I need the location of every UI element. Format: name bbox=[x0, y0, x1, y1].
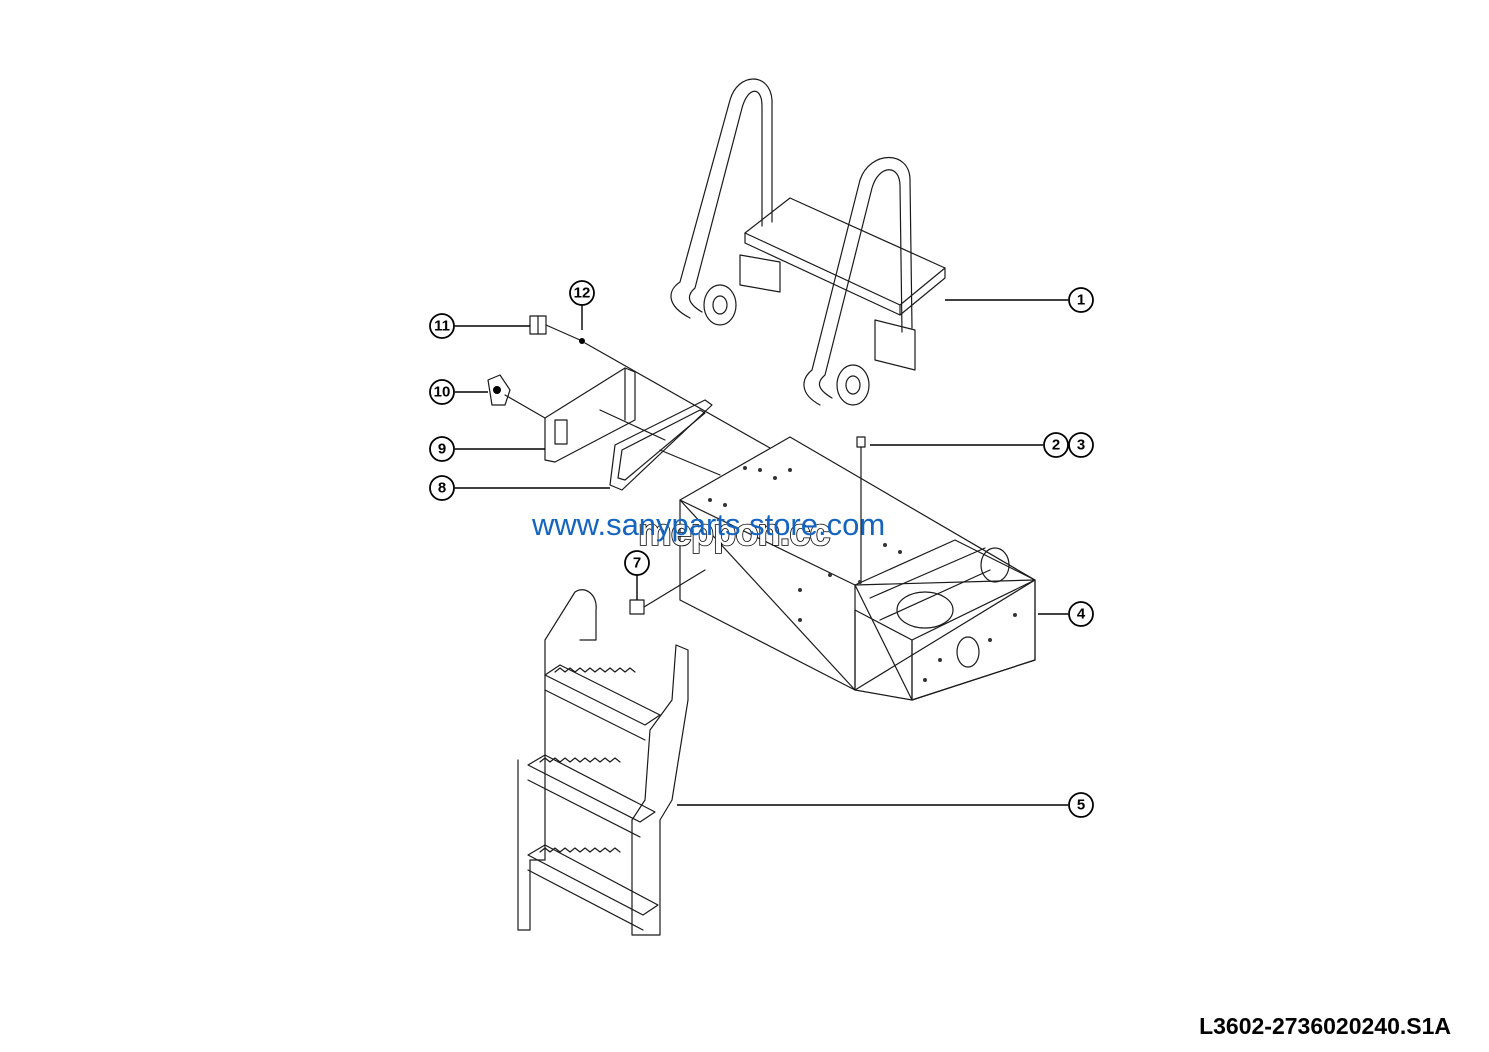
part-box-frame bbox=[679, 436, 1036, 701]
callout-7: 7 bbox=[624, 550, 650, 576]
part-handrail-platform bbox=[670, 78, 946, 406]
part-step-ladder bbox=[517, 589, 689, 936]
part-latch bbox=[487, 374, 546, 419]
callout-8: 8 bbox=[429, 475, 455, 501]
svg-text:10: 10 bbox=[434, 384, 451, 401]
callout-2: 2 bbox=[1043, 432, 1069, 458]
watermark-url: www.sanyparts store.com bbox=[531, 507, 885, 542]
svg-text:2: 2 bbox=[1052, 437, 1060, 454]
callout-3: 3 bbox=[1068, 432, 1094, 458]
part-gasket bbox=[609, 399, 721, 491]
svg-text:12: 12 bbox=[574, 285, 591, 302]
callout-5: 5 bbox=[1068, 792, 1094, 818]
callout-1: 1 bbox=[1068, 287, 1094, 313]
part-hinge bbox=[529, 315, 581, 341]
svg-text:3: 3 bbox=[1077, 437, 1085, 454]
callout-9: 9 bbox=[429, 436, 455, 462]
part-cover-plate bbox=[544, 367, 666, 463]
svg-text:11: 11 bbox=[434, 318, 450, 335]
callout-11: 11 bbox=[429, 313, 455, 339]
callout-leaders bbox=[455, 299, 1068, 806]
watermark-brand: meppon.cc bbox=[638, 512, 830, 554]
drawing-code: L3602-2736020240.S1A bbox=[1199, 1013, 1451, 1039]
svg-text:7: 7 bbox=[633, 555, 641, 572]
svg-text:9: 9 bbox=[438, 441, 446, 458]
part-bolt-washer bbox=[856, 436, 866, 581]
part-pin bbox=[579, 338, 771, 449]
callout-12: 12 bbox=[569, 280, 595, 306]
callout-4: 4 bbox=[1068, 601, 1094, 627]
svg-text:8: 8 bbox=[438, 480, 446, 497]
svg-text:5: 5 bbox=[1077, 797, 1085, 814]
box-holes bbox=[708, 466, 1017, 682]
svg-text:4: 4 bbox=[1077, 606, 1086, 623]
svg-text:1: 1 bbox=[1077, 292, 1085, 309]
callout-10: 10 bbox=[429, 379, 455, 405]
